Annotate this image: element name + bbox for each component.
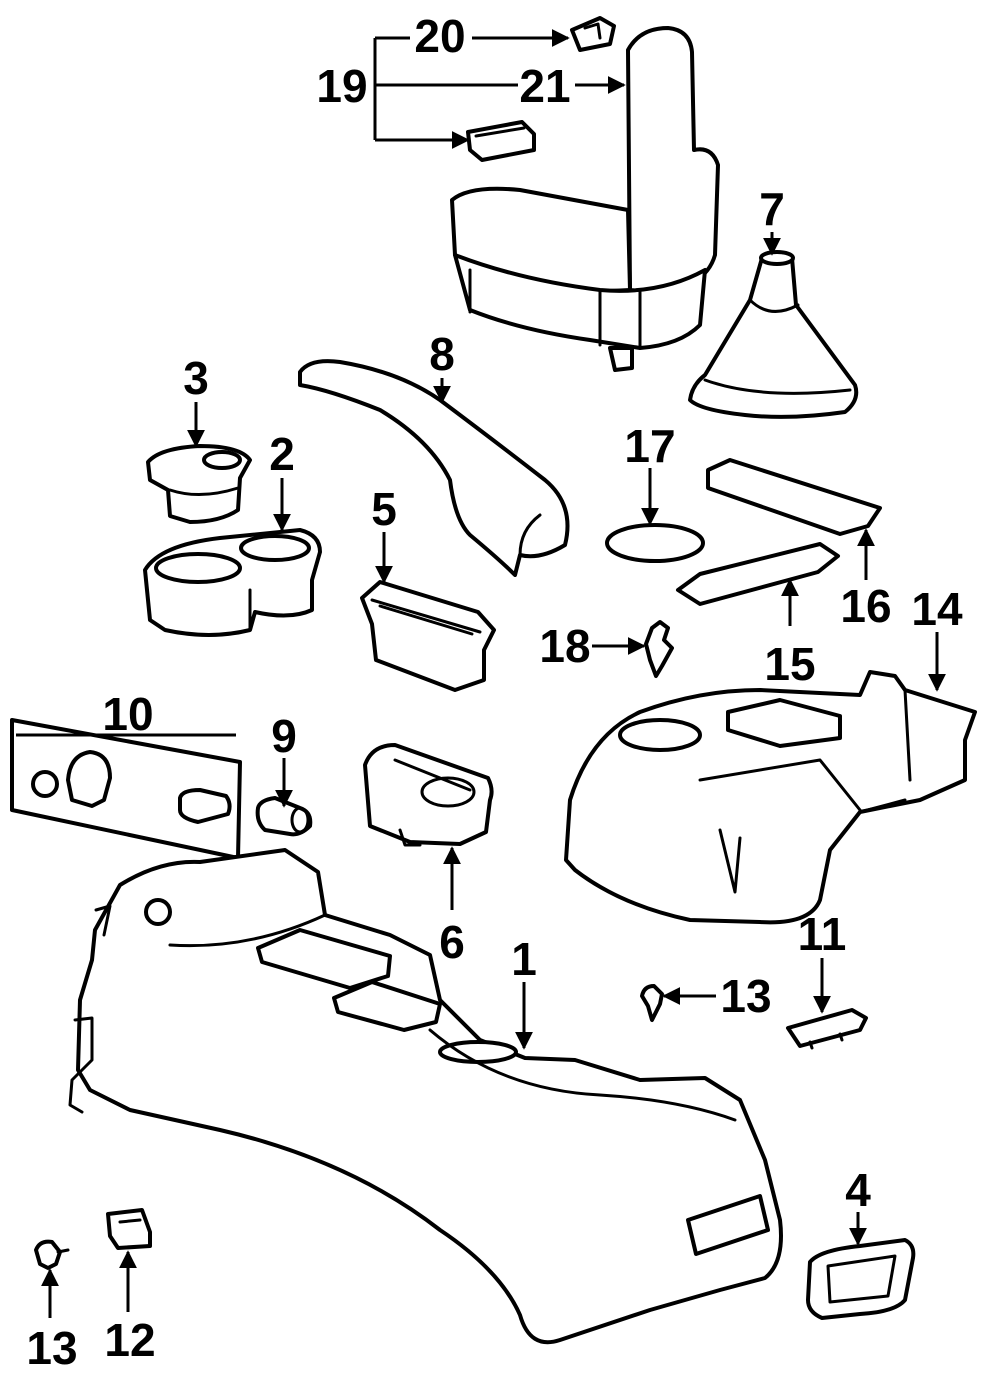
label-17: 17 — [624, 420, 675, 472]
part-4-bezel — [806, 1238, 916, 1320]
part-19-tray — [466, 120, 536, 162]
part-6-shifter-bezel — [363, 743, 494, 847]
label-4: 4 — [845, 1164, 871, 1216]
label-13-left: 13 — [26, 1322, 77, 1374]
label-8: 8 — [429, 328, 455, 380]
part-14-rear-console-cover — [564, 670, 977, 925]
part-12-clip — [106, 1208, 152, 1250]
leader-19-bracket — [373, 36, 518, 142]
label-7: 7 — [759, 183, 785, 235]
part-3-cup-insert — [146, 444, 252, 524]
part-18-push-pin — [644, 620, 674, 678]
callout-labels: 20 19 21 7 8 3 2 17 5 16 14 18 15 10 9 6… — [26, 10, 963, 1374]
part-1-main-console — [68, 848, 783, 1345]
label-2: 2 — [269, 428, 295, 480]
label-16: 16 — [840, 580, 891, 632]
part-11-trim-plate — [786, 1008, 868, 1050]
label-15: 15 — [764, 638, 815, 690]
leader-lines — [16, 29, 946, 1318]
label-20: 20 — [414, 10, 465, 62]
label-18: 18 — [539, 620, 590, 672]
part-5-storage-bin — [360, 580, 496, 692]
part-7-shift-boot — [688, 250, 859, 419]
part-16-pad — [706, 458, 882, 536]
part-15-pad — [676, 542, 840, 606]
label-14: 14 — [911, 583, 963, 635]
part-10-switch-panel — [10, 718, 242, 860]
label-21: 21 — [519, 60, 570, 112]
label-13-right: 13 — [720, 970, 771, 1022]
label-6: 6 — [439, 916, 465, 968]
label-19: 19 — [316, 60, 367, 112]
part-21-armrest-lid — [450, 26, 720, 372]
part-8-trim-panel — [298, 359, 570, 577]
label-12: 12 — [104, 1314, 155, 1366]
label-5: 5 — [371, 483, 397, 535]
part-20-clip — [570, 16, 616, 52]
label-10: 10 — [102, 688, 153, 740]
label-3: 3 — [183, 352, 209, 404]
label-11: 11 — [798, 908, 847, 960]
part-13-bolt-left — [34, 1239, 70, 1270]
part-13-bolt-right — [640, 984, 664, 1022]
label-9: 9 — [271, 710, 297, 762]
part-9-lighter-plug — [255, 796, 313, 837]
part-17-round-pad — [605, 523, 705, 563]
label-1: 1 — [511, 933, 537, 985]
part-2-cup-holder — [143, 528, 322, 637]
